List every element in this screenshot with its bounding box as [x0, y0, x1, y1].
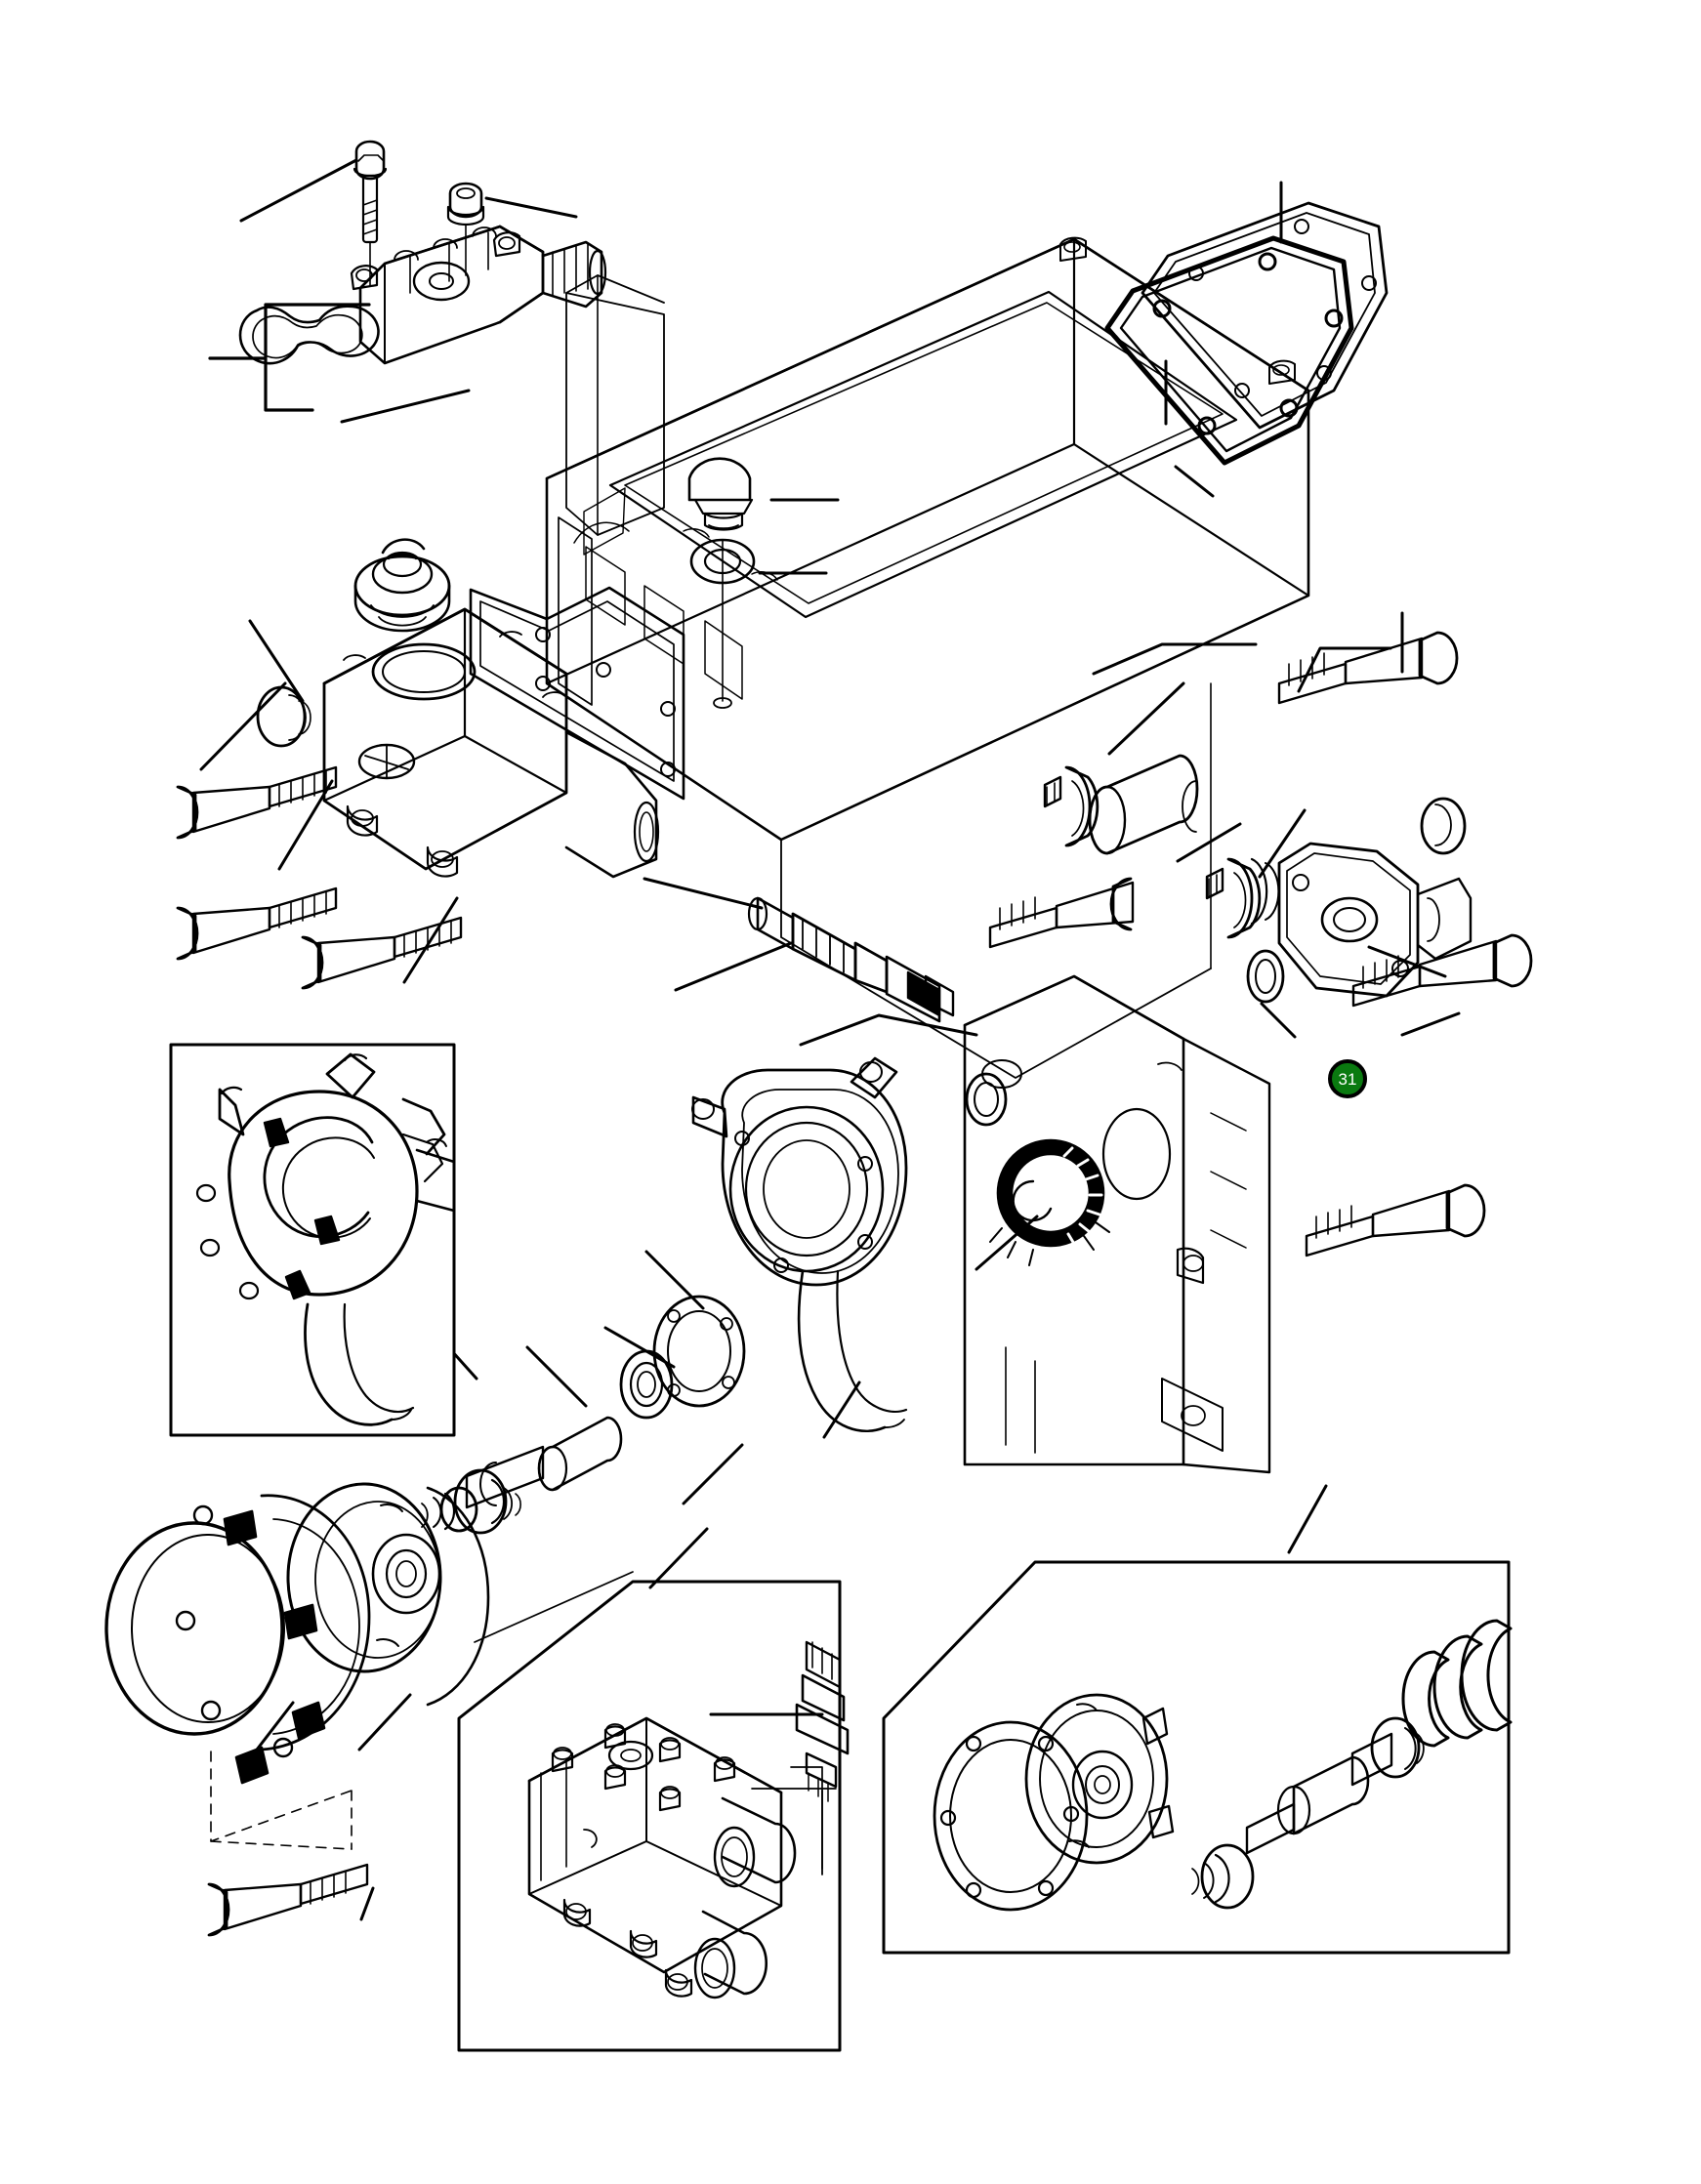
- sealing-washer: [689, 538, 756, 709]
- leader-lines-left-bolts: [199, 619, 459, 984]
- pump-gasket-centre: [652, 1295, 746, 1408]
- hex-flange-bolt-left-2: [176, 886, 338, 961]
- elbow-flange: [1277, 842, 1473, 998]
- hex-flange-bolt-centre-right: [988, 877, 1135, 949]
- part-callout-marker-31[interactable]: 31: [1328, 1059, 1367, 1098]
- hose-clamp-upper: [1043, 765, 1099, 847]
- hex-flange-bolt-left-1: [176, 765, 338, 840]
- hex-flange-bolt-right-3: [1305, 1183, 1486, 1257]
- hex-flange-bolt-right-2: [1351, 933, 1533, 1008]
- housing-plug: [446, 182, 485, 276]
- hose-clamp-lower: [1205, 857, 1280, 939]
- side-cover-gasket: [1104, 235, 1354, 466]
- leader-lines-right: [1092, 611, 1461, 1039]
- water-outlet-housing: [322, 607, 660, 879]
- pump-shaft-bearing-centre: [465, 1416, 623, 1509]
- hex-flange-bolt-right-1: [1277, 631, 1459, 705]
- thermostat-housing-inset: [457, 1571, 850, 2052]
- pump-seal-bottom-left: [453, 1468, 521, 1535]
- cylinder-block: [545, 236, 1310, 1079]
- water-pump-assembly-inset: [169, 1043, 456, 1437]
- leader-bracket-top-left: [208, 303, 371, 412]
- water-pump-drive-gear: [989, 1138, 1110, 1266]
- leader-lines-insets: [648, 1484, 1328, 1589]
- leader-lines-side-cover: [1164, 181, 1283, 498]
- pump-backplate: [104, 1494, 371, 1785]
- hex-flange-bolt-bottom-left: [207, 1751, 375, 1937]
- hex-flange-bolt-left-3: [301, 916, 463, 990]
- thermostat: [353, 538, 451, 633]
- leader-lines-pump: [525, 1013, 1039, 1505]
- timing-gear-housing: [963, 974, 1271, 1474]
- temperature-sender-switch: [747, 896, 955, 1023]
- leader-lines-sender: [643, 877, 793, 992]
- housing-cap-screw: [353, 140, 388, 286]
- bypass-hose: [1088, 754, 1199, 855]
- water-pump-body: [691, 1056, 908, 1432]
- water-pump-repair-kit-inset: [882, 1560, 1513, 1955]
- leader-lines-drain: [758, 498, 840, 575]
- leader-lines-top-left: [239, 158, 578, 424]
- drain-plug: [687, 457, 754, 531]
- thermostat-housing-cover-group: [350, 225, 607, 365]
- thermostat-gasket: [469, 586, 685, 801]
- plain-washer-right-1: [1420, 797, 1467, 855]
- pump-o-ring-small: [965, 1072, 1008, 1127]
- flange-o-ring: [1246, 949, 1285, 1004]
- housing-gasket: [238, 305, 380, 365]
